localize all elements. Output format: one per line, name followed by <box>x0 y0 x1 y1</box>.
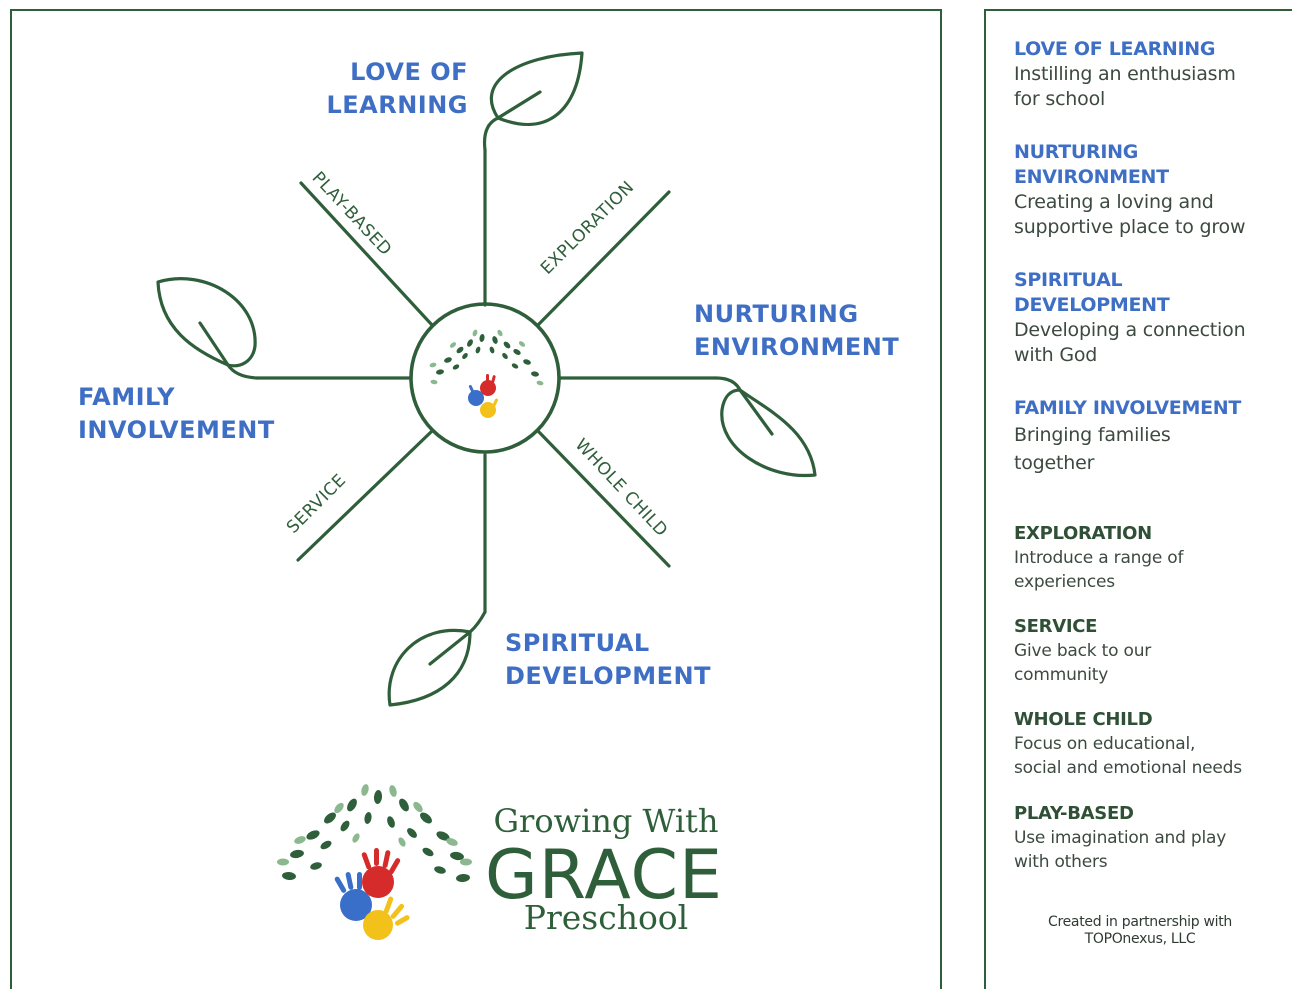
pillar-label-spiritual-development: SPIRITUAL DEVELOPMENT <box>505 629 711 690</box>
branch-line-whole-child <box>536 429 671 568</box>
legend-title: SERVICE <box>1014 616 1098 637</box>
legend-description: Bringing families together <box>1014 424 1171 474</box>
leaf-left-icon <box>156 277 259 380</box>
legend-panel <box>984 9 1292 989</box>
branch-line-play-based <box>299 181 434 327</box>
legend-item-nurturing-environment: NURTURING ENVIRONMENT Creating a loving … <box>1014 140 1284 240</box>
legend-description: Give back to our community <box>1014 641 1152 685</box>
legend-description: Instilling an enthusiasm for school <box>1014 63 1236 110</box>
legend-description: Use imagination and play with others <box>1014 828 1227 872</box>
legend-description: Creating a loving and supportive place t… <box>1014 191 1246 238</box>
logo-text-grace: GRACE <box>485 836 723 915</box>
logo-text-growing-with: Growing With <box>493 802 719 840</box>
legend-item-whole-child: WHOLE CHILD Focus on educational, social… <box>1014 708 1284 780</box>
pillar-label-nurturing-environment: NURTURING ENVIRONMENT <box>694 300 900 361</box>
core-values-diagram <box>156 51 817 940</box>
branch-line-exploration <box>536 190 671 327</box>
legend-title: NURTURING ENVIRONMENT <box>1014 141 1169 188</box>
legend-item-play-based: PLAY-BASED Use imagination and play with… <box>1014 802 1284 874</box>
partnership-credit: Created in partnership with TOPOnexus, L… <box>1047 914 1233 947</box>
legend-title: FAMILY INVOLVEMENT <box>1014 397 1242 419</box>
branch-line-service <box>296 429 434 562</box>
legend-title: WHOLE CHILD <box>1014 709 1153 730</box>
legend-title: PLAY-BASED <box>1014 803 1134 824</box>
legend-item-service: SERVICE Give back to our community <box>1014 615 1284 687</box>
leaf-top-icon <box>482 51 584 152</box>
leaf-right-icon <box>714 376 817 478</box>
legend-description: Introduce a range of experiences <box>1014 548 1184 592</box>
grace-preschool-logo-icon <box>277 784 472 940</box>
legend-title: LOVE OF LEARNING <box>1014 38 1216 60</box>
center-circle <box>409 302 561 454</box>
pillar-label-family-involvement: FAMILY INVOLVEMENT <box>78 383 275 444</box>
logo-text-preschool: Preschool <box>523 898 689 937</box>
legend-item-exploration: EXPLORATION Introduce a range of experie… <box>1014 522 1284 594</box>
legend-title: EXPLORATION <box>1014 523 1152 544</box>
legend-description: Developing a connection with God <box>1014 319 1246 366</box>
legend-item-love-of-learning: LOVE OF LEARNING Instilling an enthusias… <box>1014 37 1284 112</box>
legend-item-family-involvement: FAMILY INVOLVEMENT Bringing families tog… <box>1014 396 1284 477</box>
legend-description: Focus on educational, social and emotion… <box>1014 734 1242 778</box>
leaf-bottom-icon <box>387 610 487 707</box>
center-tree-logo-icon <box>429 329 544 418</box>
legend-item-spiritual-development: SPIRITUAL DEVELOPMENT Developing a conne… <box>1014 268 1284 368</box>
diagram-panel <box>10 9 942 989</box>
pillar-label-love-of-learning: LOVE OF LEARNING <box>326 58 468 119</box>
legend-title: SPIRITUAL DEVELOPMENT <box>1014 269 1170 316</box>
